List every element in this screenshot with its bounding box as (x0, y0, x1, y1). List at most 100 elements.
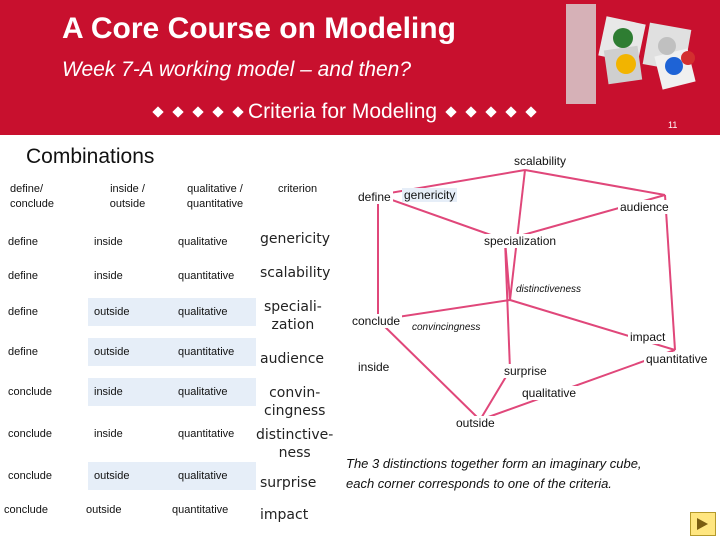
table-cell: quantitative (178, 270, 235, 282)
diamond-bullet-icon (212, 106, 224, 119)
table-cell: define (8, 346, 38, 358)
criterion-text: impact (260, 507, 309, 523)
diamond-bullet-icon (485, 106, 497, 119)
diamond-bullet-icon (525, 106, 537, 119)
cube-label: scalability (512, 154, 569, 168)
criterion-text: ness (278, 445, 311, 462)
criterion-cell: genericity (260, 230, 330, 248)
slide-subtitle: Week 7-A working model – and then? (62, 58, 412, 81)
cube-label: conclude (350, 314, 403, 328)
cube-label: define (356, 190, 393, 204)
cube-label: quantitative (644, 352, 710, 366)
table-cell: inside (94, 386, 123, 398)
table-cell: quantitative (172, 504, 229, 516)
cube-explanation: The 3 distinctions together form an imag… (346, 454, 642, 494)
title-banner: A Core Course on Modeling Week 7-A worki… (0, 0, 720, 135)
criterion-text: zation (271, 317, 315, 334)
header-line: conclude (10, 198, 55, 211)
cube-note-line: The 3 distinctions together form an imag… (346, 456, 642, 471)
table-header: inside / outside (100, 182, 155, 213)
cube-note-line: each corner corresponds to one of the cr… (346, 476, 612, 492)
criterion-text: distinctive- (256, 427, 334, 443)
page-number: 11 (668, 120, 678, 130)
table-cell: inside (94, 236, 123, 248)
table-cell: define (8, 236, 38, 248)
row-band (172, 338, 256, 366)
criterion-text: genericity (260, 231, 330, 247)
criterion-text: speciali- (264, 299, 322, 315)
table-cell: outside (86, 504, 122, 516)
table-header: define/conclude (10, 182, 70, 213)
diamond-bullet-icon (465, 106, 477, 119)
criterion-text: cingness (264, 403, 326, 420)
table-cell: outside (94, 306, 130, 318)
cube-label: convincingness (412, 322, 481, 333)
criterion-text: surprise (260, 475, 317, 491)
table-cell: qualitative (178, 306, 228, 318)
cube-label: inside (356, 360, 392, 374)
cube-label: qualitative (520, 386, 579, 400)
diamond-bullet-icon (172, 106, 184, 119)
cube-label: distinctiveness (516, 284, 582, 295)
cube-edge (377, 319, 481, 421)
row-band (172, 462, 256, 490)
slide-title: A Core Course on Modeling (62, 12, 456, 45)
cube-edge (377, 194, 506, 241)
table-cell: conclude (4, 504, 49, 516)
table-header: criterion (277, 183, 318, 195)
row-band (88, 378, 174, 406)
criterion-text: scalability (260, 265, 331, 281)
criterion-cell: distinctive-ness (256, 426, 333, 462)
table-cell: conclude (8, 386, 53, 398)
header-line: inside / (110, 183, 145, 195)
arrow-right-icon (697, 518, 708, 530)
cube-label: genericity (402, 188, 458, 202)
section-title: Combinations (26, 145, 155, 168)
diamond-bullet-icon (232, 106, 244, 119)
header-line: outside (109, 198, 146, 211)
table-cell: inside (94, 270, 123, 282)
diamond-bullet-icon (152, 106, 164, 119)
cube-label: impact (628, 330, 668, 344)
table-cell: qualitative (178, 470, 228, 482)
table-cell: outside (94, 346, 130, 358)
cube-edge (479, 349, 676, 421)
diamond-bullet-icon (445, 106, 457, 119)
diamond-bullet-icon (192, 106, 204, 119)
cube-label: specialization (482, 234, 559, 248)
table-header: qualitative / quantitative (176, 182, 254, 213)
criterion-cell: impact (260, 506, 308, 524)
cube-label: outside (454, 416, 497, 430)
cube-edge (504, 239, 511, 301)
criterion-cell: scalability (260, 264, 330, 282)
diamond-bullet-icon (505, 106, 517, 119)
table-cell: qualitative (178, 386, 228, 398)
criterion-text: convin- (269, 385, 321, 401)
table-cell: inside (94, 428, 123, 440)
table-cell: define (8, 270, 38, 282)
criteria-heading: Criteria for Modeling (148, 100, 541, 124)
table-cell: conclude (8, 428, 53, 440)
table-cell: conclude (8, 470, 53, 482)
criterion-cell: speciali-zation (264, 298, 322, 334)
row-band (88, 338, 174, 366)
cube-edge (479, 369, 511, 421)
table-cell: outside (94, 470, 130, 482)
cube-edge (664, 194, 676, 351)
table-cell: qualitative (178, 236, 228, 248)
row-band (172, 378, 256, 406)
criterion-cell: surprise (260, 474, 316, 492)
cube-label: surprise (502, 364, 549, 378)
criterion-text: audience (260, 351, 325, 367)
header-line: quantitative (186, 198, 244, 211)
cube-edge (524, 169, 666, 196)
table-cell: define (8, 306, 38, 318)
next-slide-button[interactable] (690, 512, 716, 536)
decorative-tiles-graphic (566, 4, 696, 104)
header-line: qualitative / (187, 183, 243, 195)
criterion-cell: audience (260, 350, 324, 368)
row-band (88, 462, 174, 490)
criteria-heading-text: Criteria for Modeling (248, 100, 438, 123)
table-cell: quantitative (178, 428, 235, 440)
row-band (88, 298, 174, 326)
